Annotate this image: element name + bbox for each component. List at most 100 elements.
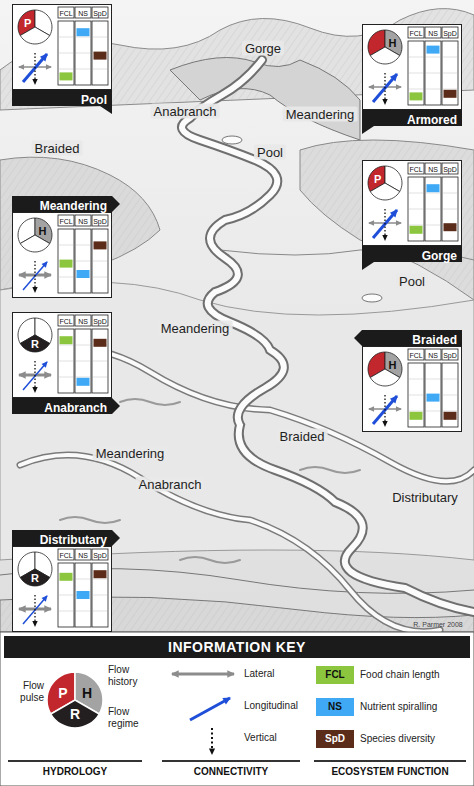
grid-line	[59, 277, 73, 278]
landscape	[0, 0, 474, 632]
column-code: NS	[428, 165, 438, 172]
pie-letter: H	[388, 359, 396, 370]
column-header	[58, 7, 74, 18]
vertical-arrow	[382, 209, 387, 241]
grid-line	[76, 579, 90, 580]
column-header	[92, 549, 108, 560]
function-column	[92, 229, 108, 293]
vertical-arrow	[32, 53, 37, 85]
key-column-heading: ECOSYSTEM FUNCTION	[331, 766, 448, 778]
function-column	[58, 563, 74, 627]
column-header	[75, 549, 91, 560]
pointer-tip	[112, 398, 120, 414]
function-column	[75, 563, 91, 627]
grid-line	[443, 209, 457, 210]
column-code: FCL	[409, 351, 422, 358]
habitat-panel: BraidedH FCL NS SpD	[362, 330, 462, 432]
river-bank	[182, 60, 474, 612]
column-header	[75, 215, 91, 226]
reach-label: Anabranch	[151, 104, 220, 119]
pie-letter: H	[82, 685, 92, 701]
hydrology-sector	[20, 335, 49, 352]
grid-line	[93, 261, 107, 262]
column-header	[442, 163, 458, 174]
column-header	[408, 163, 424, 174]
column-header	[75, 7, 91, 18]
grid-line	[59, 245, 73, 246]
function-column	[75, 329, 91, 393]
function-bar	[410, 92, 423, 100]
longitudinal-arrow-head	[390, 395, 398, 403]
lateral-sample-head	[171, 670, 179, 677]
braid-strand	[120, 399, 180, 405]
function-bar	[60, 573, 73, 581]
grid-line	[426, 57, 440, 58]
panel-tab: Gorge	[362, 246, 462, 262]
panel-name: Distributary	[40, 533, 107, 547]
habitat-panel: PoolPFCLNSSpD	[12, 4, 112, 106]
key-panel	[0, 632, 474, 786]
key-rule	[162, 760, 300, 762]
lateral-arrow-head	[18, 371, 26, 378]
column-code: SpD	[443, 351, 457, 358]
panel-name: Braided	[412, 333, 457, 347]
grid-line	[93, 277, 107, 278]
grid-line	[76, 69, 90, 70]
column-code: FCL	[59, 551, 72, 558]
column-header	[92, 315, 108, 326]
grid-line	[409, 73, 423, 74]
function-column	[92, 563, 108, 627]
column-code: NS	[428, 351, 438, 358]
braid-strand	[60, 517, 120, 523]
grid-line	[76, 245, 90, 246]
grid-line	[59, 37, 73, 38]
key-rule	[314, 760, 466, 762]
column-code: SpD	[93, 217, 107, 224]
swatch-code: FCL	[325, 669, 344, 681]
grid-line	[59, 53, 73, 54]
function-column	[408, 41, 424, 105]
column-code: NS	[428, 29, 438, 36]
pointer-shape	[362, 262, 374, 270]
grid-line	[409, 411, 423, 412]
key-column-heading: CONNECTIVITY	[194, 766, 268, 778]
grid-line	[443, 89, 457, 90]
grid-line	[426, 225, 440, 226]
connectivity-icon	[368, 73, 402, 105]
column-code: SpD	[443, 165, 457, 172]
pie-letter: H	[38, 225, 46, 236]
hydrology-pie	[18, 318, 52, 352]
grid-line	[426, 73, 440, 74]
grid-line	[426, 209, 440, 210]
legend-text: Flow history	[108, 664, 156, 688]
hydrology-sector	[20, 27, 49, 44]
function-bar	[94, 570, 107, 578]
vertical-arrow-head	[382, 235, 387, 241]
column-code: FCL	[409, 29, 422, 36]
pointer-tip	[112, 530, 120, 546]
function-bar	[77, 378, 90, 386]
grid-line	[76, 37, 90, 38]
column-code: SpD	[443, 29, 457, 36]
vertical-arrow-head	[382, 421, 387, 427]
grid-line	[93, 37, 107, 38]
key-rule	[8, 760, 142, 762]
lateral-arrow-head	[44, 371, 52, 378]
grid-line	[443, 379, 457, 380]
river-channels	[20, 60, 474, 632]
longitudinal-arrow-head	[42, 261, 48, 267]
key-symbols	[47, 666, 354, 755]
hydrology-pie	[18, 10, 52, 44]
swatch-code: NS	[328, 701, 342, 713]
grid-line	[443, 193, 457, 194]
legend-text: Vertical	[244, 732, 310, 744]
reach-label: Meandering	[158, 321, 233, 336]
function-bar	[94, 52, 107, 60]
longitudinal-arrow-head	[390, 209, 398, 217]
legend-text: Species diversity	[360, 733, 470, 745]
function-column	[442, 41, 458, 105]
vertical-arrow	[32, 595, 37, 627]
function-bar	[427, 184, 440, 192]
column-header	[58, 215, 74, 226]
